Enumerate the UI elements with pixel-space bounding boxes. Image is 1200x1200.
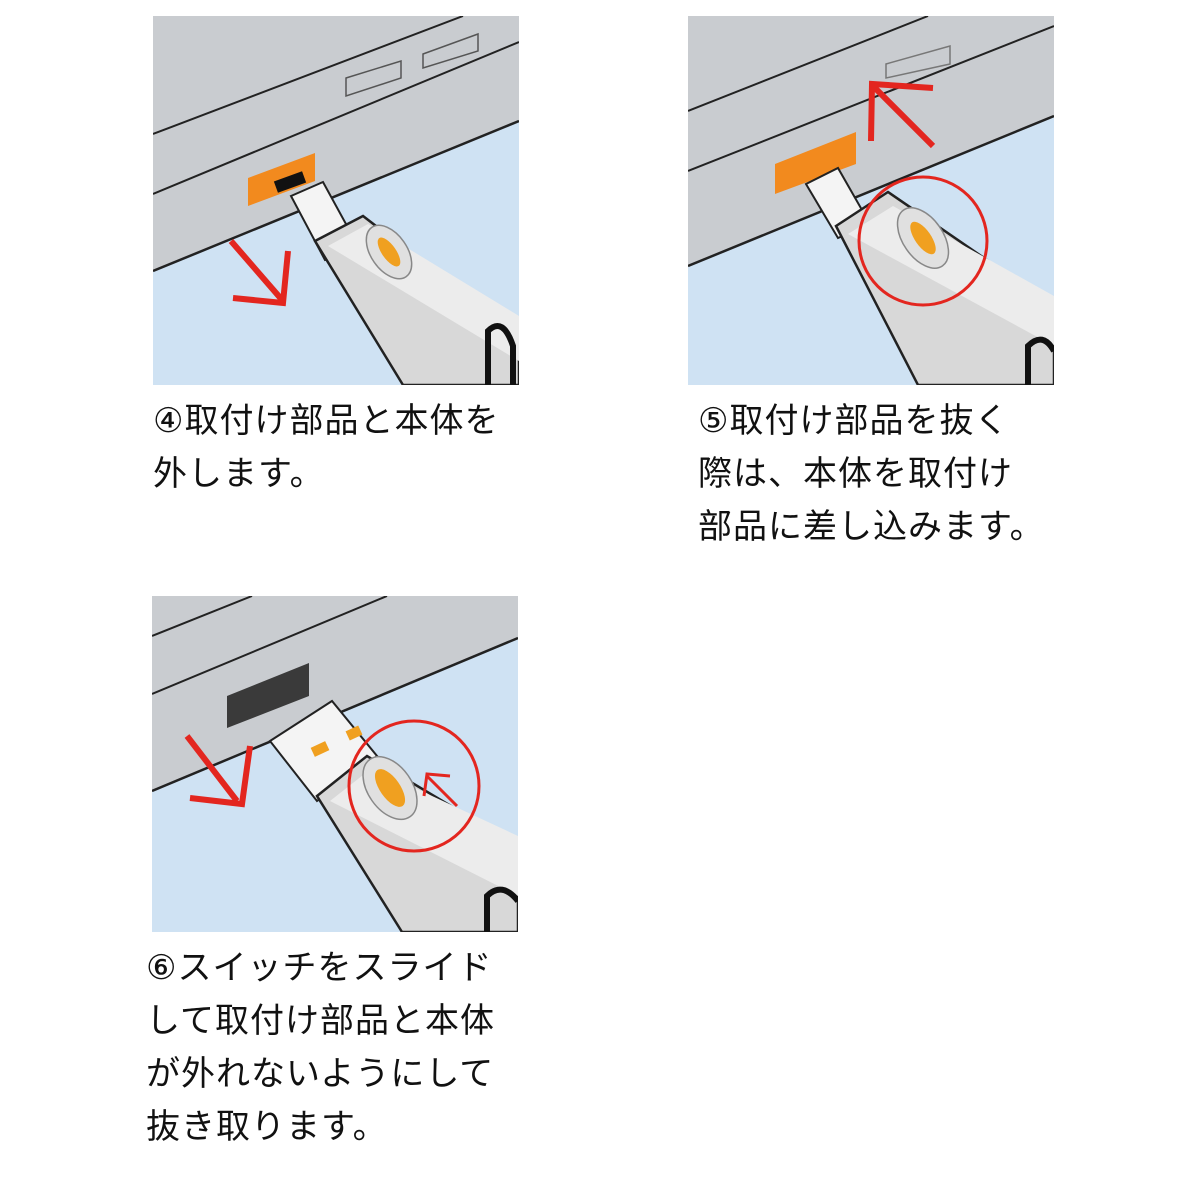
step-4-caption: ④取付け部品と本体を 外します。 xyxy=(153,395,499,501)
step-4-illustration xyxy=(153,16,519,385)
caption-line: 外します。 xyxy=(153,454,325,494)
step-6-illustration xyxy=(152,596,518,932)
step-6-caption: ⑥スイッチをスライド して取付け部品と本体 が外れないようにして 抜き取ります。 xyxy=(146,942,495,1154)
arrow-down-left-icon xyxy=(184,734,253,808)
caption-line: 部品に差し込みます。 xyxy=(698,507,1045,547)
highlight-circle xyxy=(347,719,481,853)
step-5-caption: ⑤取付け部品を抜く 際は、本体を取付け 部品に差し込みます。 xyxy=(698,395,1045,554)
caption-line: ⑤取付け部品を抜く xyxy=(698,401,1010,441)
usb-lock-key xyxy=(289,180,519,385)
usb-lock-key xyxy=(804,166,1054,385)
caption-line: 際は、本体を取付け xyxy=(698,454,1013,494)
lock-body-orange xyxy=(775,132,856,194)
step-5-illustration xyxy=(688,16,1054,385)
arrow-down-right-icon xyxy=(228,239,291,307)
usb-lock-key xyxy=(268,699,518,932)
slide-arrow-icon xyxy=(422,772,459,808)
caption-line: が外れないようにして xyxy=(146,1054,495,1094)
usb-port xyxy=(227,663,309,728)
caption-line: して取付け部品と本体 xyxy=(146,1001,495,1041)
caption-line: ④取付け部品と本体を xyxy=(153,401,500,441)
arrow-up-left-icon xyxy=(868,80,936,149)
caption-line: ⑥スイッチをスライド xyxy=(146,948,493,988)
highlight-circle xyxy=(857,175,989,307)
caption-line: 抜き取ります。 xyxy=(146,1107,388,1147)
